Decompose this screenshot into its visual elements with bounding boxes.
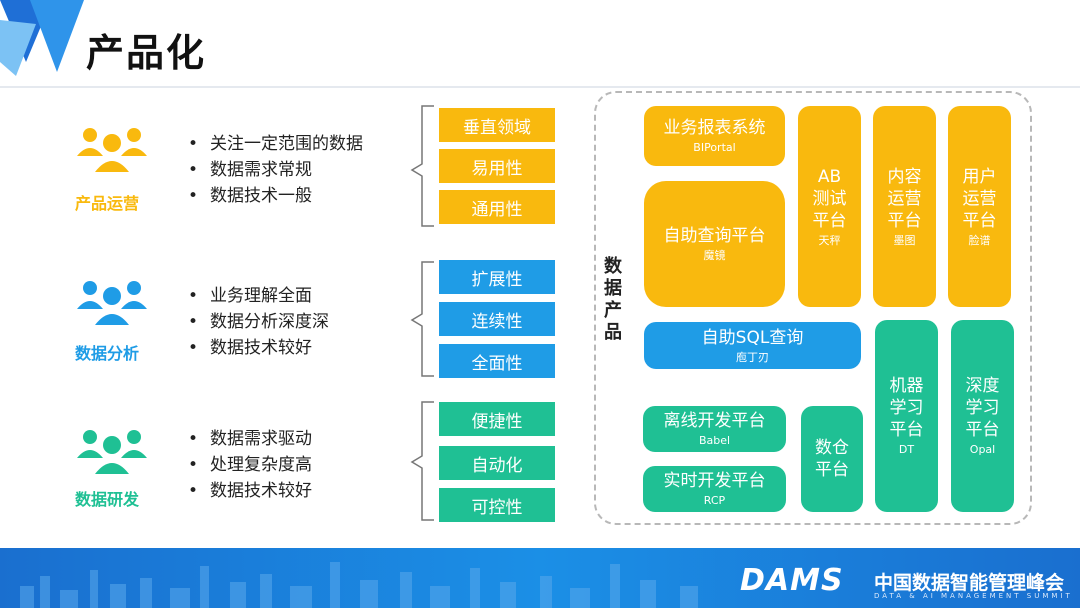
block-title: AB 测试 平台: [812, 166, 847, 231]
block-subtitle: Opal: [969, 443, 996, 456]
people-icon: [77, 281, 147, 325]
logo-chevrons: [0, 0, 84, 76]
summit-name: 中国数据智能管理峰会: [874, 572, 1065, 594]
bullet-item: 数据技术较好: [188, 478, 312, 504]
block-subtitle: 庖丁刃: [736, 350, 769, 364]
feature-chip: 易用性: [439, 149, 555, 183]
user-ops-block: 用户 运营 平台 脸谱: [948, 106, 1011, 307]
city-skyline-graphic: [20, 562, 698, 608]
ab-test-block: AB 测试 平台 天秤: [798, 106, 861, 307]
block-title: 深度 学习 平台: [965, 376, 1000, 440]
feature-chip: 自动化: [439, 446, 555, 480]
persona-label: 产品运营: [75, 194, 140, 213]
bullet-item: 数据分析深度深: [188, 309, 329, 335]
sql-query-block: 自助SQL查询 庖丁刃: [644, 322, 861, 369]
block-title: 内容 运营 平台: [887, 166, 922, 231]
block-title: 机器 学习 平台: [889, 376, 924, 440]
block-title: 自助查询平台: [663, 226, 766, 246]
block-subtitle: DT: [898, 443, 915, 456]
deep-learning-block: 深度 学习 平台 Opal: [951, 320, 1014, 512]
self-query-block: 自助查询平台 魔镜: [644, 181, 785, 307]
feature-chip: 扩展性: [439, 260, 555, 294]
block-subtitle: 墨图: [893, 233, 916, 247]
block-title: 离线开发平台: [663, 411, 766, 431]
block-subtitle: BIPortal: [693, 141, 736, 154]
bullet-item: 业务理解全面: [188, 283, 329, 309]
page-title: 产品化: [86, 31, 207, 75]
machine-learning-block: 机器 学习 平台 DT: [875, 320, 938, 512]
persona-label: 数据研发: [75, 490, 140, 509]
people-icon: [77, 430, 147, 474]
offline-dev-block: 离线开发平台 Babel: [643, 406, 786, 452]
bullet-item: 数据技术一般: [188, 183, 363, 209]
dams-logo-text: DAMS: [740, 563, 844, 598]
data-warehouse-block: 数仓 平台: [801, 406, 863, 512]
realtime-dev-block: 实时开发平台 RCP: [643, 466, 786, 512]
block-subtitle: 魔镜: [703, 249, 726, 262]
summit-subtitle: DATA & AI MANAGEMENT SUMMIT: [874, 592, 1073, 600]
bullet-item: 数据技术较好: [188, 335, 329, 361]
report-system-block: 业务报表系统 BIPortal: [644, 106, 785, 166]
persona-bullets: 数据需求驱动 处理复杂度高 数据技术较好: [188, 426, 312, 504]
persona-bullets: 业务理解全面 数据分析深度深 数据技术较好: [188, 283, 329, 361]
feature-chip: 可控性: [439, 488, 555, 522]
block-title: 用户 运营 平台: [962, 166, 997, 231]
feature-chip: 通用性: [439, 190, 555, 224]
persona-bullets: 关注一定范围的数据 数据需求常规 数据技术一般: [188, 131, 363, 209]
feature-chip: 便捷性: [439, 402, 555, 436]
bullet-item: 关注一定范围的数据: [188, 131, 363, 157]
bullet-item: 处理复杂度高: [188, 452, 312, 478]
feature-chip: 垂直领域: [439, 108, 555, 142]
product-section-label: 数据产品: [604, 256, 622, 343]
bullet-item: 数据需求常规: [188, 157, 363, 183]
people-icon: [77, 128, 147, 172]
block-title: 数仓 平台: [815, 438, 849, 480]
block-subtitle: 脸谱: [968, 233, 991, 247]
block-subtitle: 天秤: [818, 233, 841, 247]
block-subtitle: RCP: [703, 494, 726, 507]
feature-chip: 连续性: [439, 302, 555, 336]
header-divider: [0, 86, 1080, 88]
block-title: 自助SQL查询: [701, 327, 804, 348]
brace-connector: [410, 105, 434, 521]
block-subtitle: Babel: [698, 434, 731, 447]
feature-chip: 全面性: [439, 344, 555, 378]
product-area-frame: [594, 91, 1032, 525]
block-title: 业务报表系统: [663, 118, 766, 138]
block-title: 实时开发平台: [663, 471, 766, 491]
persona-label: 数据分析: [75, 344, 140, 363]
bullet-item: 数据需求驱动: [188, 426, 312, 452]
content-ops-block: 内容 运营 平台 墨图: [873, 106, 936, 307]
